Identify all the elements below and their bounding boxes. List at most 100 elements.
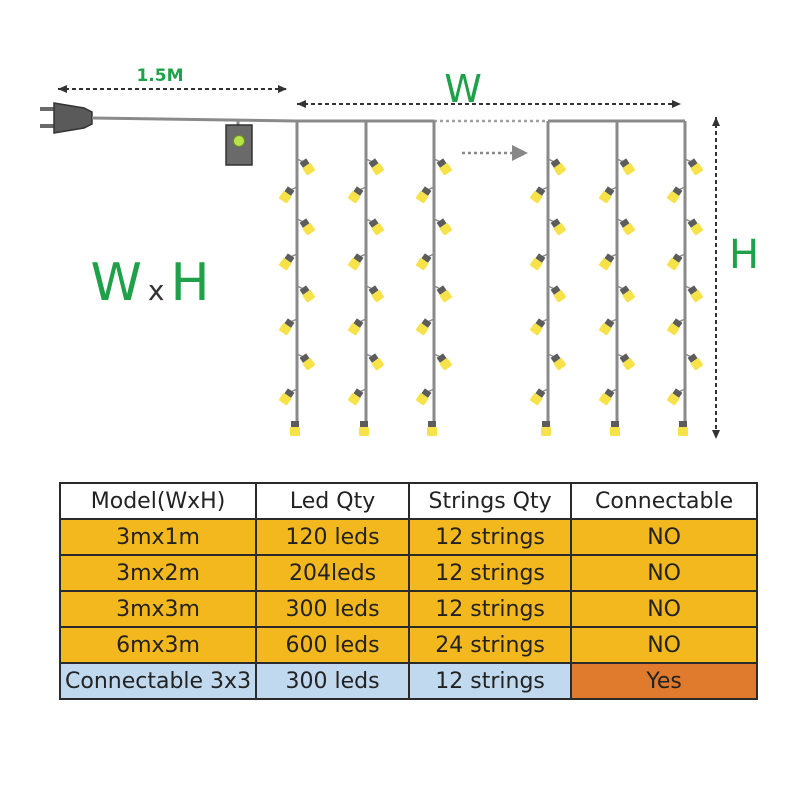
- led-bulb-icon: [687, 158, 703, 176]
- cell-strings-qty: 24 strings: [408, 626, 573, 664]
- table-header-row: Model(WxH) Led Qty Strings Qty Connectab…: [58, 482, 759, 520]
- led-bulb-icon: [416, 253, 432, 271]
- led-bulb-icon: [530, 388, 546, 406]
- led-bulb-icon: [550, 158, 566, 176]
- cell-connectable: NO: [570, 518, 759, 556]
- led-bulb-icon: [348, 186, 364, 204]
- led-bulb-icon: [359, 421, 369, 436]
- led-bulb-icon: [436, 158, 452, 176]
- cell-strings-qty: 12 strings: [408, 518, 573, 556]
- header-connectable: Connectable: [570, 482, 759, 520]
- cell-model: Connectable 3x3: [58, 662, 258, 700]
- led-bulb-icon: [368, 158, 384, 176]
- led-bulb-icon: [348, 318, 364, 336]
- cell-model: 3mx1m: [58, 518, 258, 556]
- led-bulb-icon: [550, 218, 566, 236]
- cell-strings-qty: 12 strings: [408, 662, 573, 700]
- led-bulb-icon: [619, 158, 635, 176]
- power-cable: [91, 116, 298, 123]
- led-bulb-icon: [368, 285, 384, 303]
- cell-connectable: NO: [570, 626, 759, 664]
- cell-led-qty: 204leds: [255, 554, 411, 592]
- led-bulb-icon: [530, 186, 546, 204]
- led-bulb-icon: [279, 186, 295, 204]
- cell-led-qty: 600 leds: [255, 626, 411, 664]
- size-formula-x: x: [148, 274, 165, 307]
- table-row: 3mx1m 120 leds 12 strings NO: [58, 518, 759, 556]
- led-bulb-icon: [599, 318, 615, 336]
- led-bulb-icon: [368, 353, 384, 371]
- led-bulb-icon: [667, 388, 683, 406]
- cell-led-qty: 300 leds: [255, 662, 411, 700]
- table-row-connectable: Connectable 3x3 300 leds 12 strings Yes: [58, 662, 759, 700]
- led-bulb-icon: [299, 218, 315, 236]
- led-bulb-icon: [541, 421, 551, 436]
- table-row: 6mx3m 600 leds 24 strings NO: [58, 626, 759, 664]
- led-string: [416, 121, 452, 436]
- led-bulb-icon: [290, 421, 300, 436]
- led-bulb-icon: [427, 421, 437, 436]
- cell-connectable: Yes: [570, 662, 759, 700]
- led-bulb-icon: [687, 218, 703, 236]
- led-bulb-icon: [348, 388, 364, 406]
- led-bulb-icon: [550, 353, 566, 371]
- led-bulb-icon: [687, 285, 703, 303]
- led-bulb-icon: [619, 285, 635, 303]
- header-strings-qty: Strings Qty: [408, 482, 573, 520]
- led-string: [279, 121, 315, 436]
- specification-table: Model(WxH) Led Qty Strings Qty Connectab…: [58, 482, 759, 700]
- led-bulb-icon: [436, 218, 452, 236]
- led-bulb-icon: [279, 388, 295, 406]
- controller-box-icon: [225, 124, 253, 166]
- led-bulb-icon: [667, 186, 683, 204]
- led-string: [530, 121, 566, 436]
- header-led-qty: Led Qty: [255, 482, 411, 520]
- led-bulb-icon: [436, 285, 452, 303]
- led-bulb-icon: [667, 318, 683, 336]
- cell-model: 3mx3m: [58, 590, 258, 628]
- led-bulb-icon: [599, 186, 615, 204]
- size-formula-w: W: [90, 253, 141, 313]
- cell-strings-qty: 12 strings: [408, 554, 573, 592]
- led-bulb-icon: [550, 285, 566, 303]
- led-bulb-icon: [687, 353, 703, 371]
- led-bulb-icon: [299, 158, 315, 176]
- led-bulb-icon: [678, 421, 688, 436]
- cell-connectable: NO: [570, 590, 759, 628]
- led-bulb-icon: [619, 218, 635, 236]
- led-bulb-icon: [530, 253, 546, 271]
- led-bulb-icon: [416, 388, 432, 406]
- cell-strings-qty: 12 strings: [408, 590, 573, 628]
- led-bulb-icon: [368, 218, 384, 236]
- led-string: [599, 121, 635, 436]
- led-bulb-icon: [667, 253, 683, 271]
- led-bulb-icon: [348, 253, 364, 271]
- height-label: H: [729, 232, 759, 278]
- led-bulb-icon: [530, 318, 546, 336]
- cell-model: 6mx3m: [58, 626, 258, 664]
- led-bulb-icon: [299, 285, 315, 303]
- led-bulb-icon: [599, 253, 615, 271]
- led-string: [348, 121, 384, 436]
- cell-led-qty: 120 leds: [255, 518, 411, 556]
- led-bulb-icon: [279, 318, 295, 336]
- led-bulb-icon: [610, 421, 620, 436]
- size-formula-h: H: [170, 253, 209, 313]
- cell-led-qty: 300 leds: [255, 590, 411, 628]
- led-string: [667, 121, 703, 436]
- table-row: 3mx3m 300 leds 12 strings NO: [58, 590, 759, 628]
- cell-connectable: NO: [570, 554, 759, 592]
- cell-model: 3mx2m: [58, 554, 258, 592]
- led-bulb-icon: [619, 353, 635, 371]
- width-label: W: [444, 67, 482, 111]
- led-bulb-icon: [599, 388, 615, 406]
- header-model: Model(WxH): [58, 482, 258, 520]
- led-bulb-icon: [279, 253, 295, 271]
- cable-length-label: 1.5M: [136, 66, 183, 86]
- table-row: 3mx2m 204leds 12 strings NO: [58, 554, 759, 592]
- led-bulb-icon: [436, 353, 452, 371]
- continuation-arrow-icon: [462, 145, 528, 161]
- led-bulb-icon: [416, 186, 432, 204]
